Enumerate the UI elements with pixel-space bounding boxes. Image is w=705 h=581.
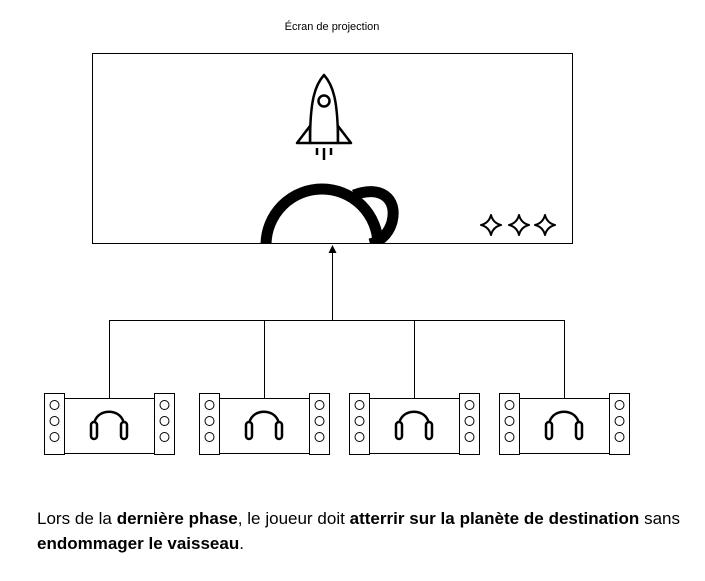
connector-lines <box>109 245 565 398</box>
controller-1-headphones-icon <box>44 393 175 455</box>
controller-3-headphones-icon <box>349 393 480 455</box>
sparkle-stars-icon <box>480 214 556 236</box>
controller-2-headphones-icon <box>199 393 330 455</box>
caption-part: . <box>239 534 244 553</box>
controller-4-headphones-icon <box>499 393 630 455</box>
caption-part-bold: dernière phase <box>116 509 238 528</box>
planet-icon <box>260 183 399 243</box>
projection-screen <box>92 53 573 244</box>
caption-part: sans <box>639 509 680 528</box>
screen-title: Écran de projection <box>284 21 380 33</box>
caption-part: , le joueur doit <box>237 509 350 528</box>
caption: Lors de la dernière phase, le joueur doi… <box>37 506 680 556</box>
caption-part-bold: atterrir sur la planète de destination <box>349 509 640 528</box>
rocket-icon <box>295 73 353 160</box>
caption-part-bold: endommager le vaisseau <box>37 534 240 553</box>
caption-part: Lors de la <box>37 509 117 528</box>
